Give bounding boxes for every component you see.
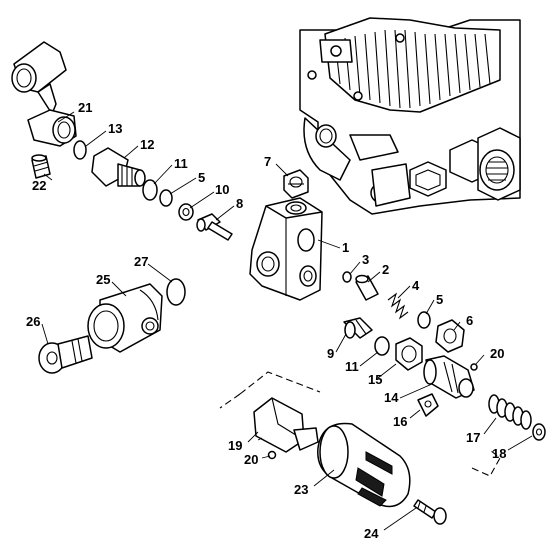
part-1-valve-body xyxy=(249,197,323,301)
callout-14: 14 xyxy=(384,390,399,405)
part-4-spring xyxy=(387,292,409,320)
part-18-washer xyxy=(532,423,546,441)
part-6-cap-screw xyxy=(435,319,465,353)
callout-25: 25 xyxy=(96,272,110,287)
callout-1: 1 xyxy=(342,240,349,255)
part-23-grip xyxy=(317,422,411,508)
part-7-nut xyxy=(283,169,309,199)
callout-4: 4 xyxy=(412,278,420,293)
part-3-ring xyxy=(342,271,352,283)
callout-3: 3 xyxy=(362,252,369,267)
part-26-bolt xyxy=(38,335,93,374)
callout-5-upper: 5 xyxy=(198,170,205,185)
callout-10: 10 xyxy=(215,182,229,197)
part-13-o-ring xyxy=(73,140,87,160)
callout-15: 15 xyxy=(368,372,382,387)
callout-26-27: 27 xyxy=(134,254,148,269)
callout-9: 9 xyxy=(327,346,334,361)
callout-17: 17 xyxy=(466,430,480,445)
callout-18: 18 xyxy=(492,446,506,461)
pump-housing xyxy=(299,17,521,215)
part-20-ball-right xyxy=(470,363,478,371)
callout-11-lower: 11 xyxy=(345,359,359,374)
part-5-ring-upper xyxy=(159,189,173,207)
callout-13: 13 xyxy=(108,121,122,136)
callout-11-upper: 11 xyxy=(174,156,188,171)
part-16-clip xyxy=(417,393,439,417)
callout-24: 24 xyxy=(364,526,379,541)
part-2-sleeve xyxy=(355,274,379,301)
part-25-coupling xyxy=(87,283,163,353)
leader-lines xyxy=(41,111,533,531)
part-9-plug xyxy=(343,317,373,339)
callout-23: 23 xyxy=(294,482,308,497)
part-14-fitting xyxy=(423,355,475,399)
part-10-washer xyxy=(178,203,194,221)
part-21-lever-arm xyxy=(11,41,77,147)
callout-8: 8 xyxy=(236,196,243,211)
part-15-nut xyxy=(395,337,423,371)
callout-21: 21 xyxy=(78,100,92,115)
callout-19: 19 xyxy=(228,438,242,453)
callout-2: 2 xyxy=(382,262,389,277)
part-20-ball-left xyxy=(267,450,277,460)
callout-5-lower: 5 xyxy=(436,292,443,307)
callout-12: 12 xyxy=(140,137,154,152)
part-12-fitting xyxy=(91,147,146,187)
callout-20-right: 20 xyxy=(490,346,504,361)
callout-26: 26 xyxy=(26,314,40,329)
callout-6: 6 xyxy=(466,313,473,328)
part-11-o-ring-upper xyxy=(142,179,158,201)
assembly-outline xyxy=(219,371,501,477)
part-11-o-ring-lower xyxy=(374,336,390,356)
part-8-valve-pin xyxy=(196,213,233,241)
callout-7: 7 xyxy=(264,154,271,169)
part-19-nozzle xyxy=(253,397,319,453)
part-27-o-ring xyxy=(166,278,186,306)
callout-numbers: 1 2 3 4 5 5 6 7 8 9 10 11 11 12 13 14 15… xyxy=(26,100,506,541)
callout-16: 16 xyxy=(393,414,407,429)
part-17-spring xyxy=(488,394,532,430)
part-5-ring-lower xyxy=(417,311,431,329)
part-24-screw xyxy=(413,499,447,525)
callout-20-left: 20 xyxy=(244,452,258,467)
part-22-plug xyxy=(31,154,51,179)
callout-22: 22 xyxy=(32,178,46,193)
